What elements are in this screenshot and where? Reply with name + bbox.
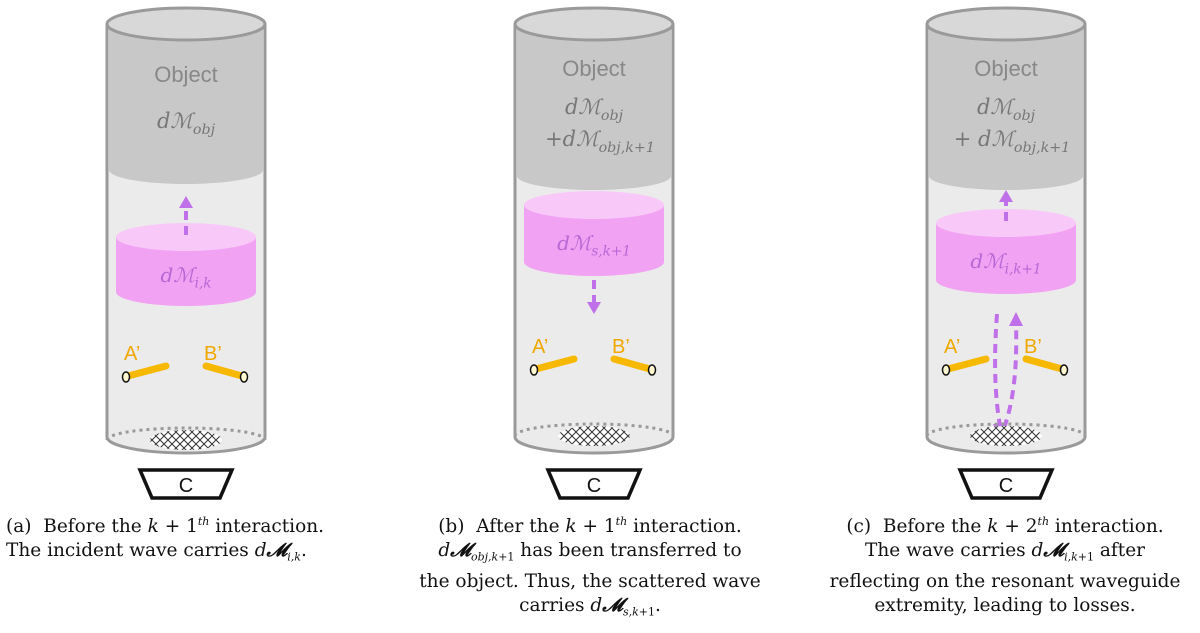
mirror-b-label: B’ — [612, 336, 630, 358]
arrow-incoming — [993, 313, 1002, 427]
caption-b-line-2: d𝓜obj,k+1 has been transferred to — [438, 540, 742, 564]
object-label: Object — [154, 62, 218, 87]
mirror-a — [124, 362, 170, 380]
camera-label: C — [587, 475, 601, 497]
wave-top — [524, 191, 664, 219]
caption-b-line-3: the object. Thus, the scattered wave — [419, 570, 761, 592]
caption-c-line-2: The wave carries d𝓜i,k+1 after — [864, 540, 1145, 564]
mirror-a — [944, 355, 990, 373]
object-eq-1: +dℳobj,k+1 — [545, 127, 655, 156]
wave-top — [936, 209, 1076, 237]
object-block — [929, 24, 1083, 190]
object-eq-0: dℳobj — [977, 95, 1036, 124]
arrow-up-head — [999, 190, 1013, 202]
caption-a-line-1: (a) Before the k + 1th interaction. — [6, 515, 325, 538]
caption-c: (c) Before the k + 2th interaction. The … — [810, 510, 1200, 618]
mirror-a-label: A’ — [532, 336, 548, 358]
mirror-b — [610, 355, 654, 373]
mirror-b-end — [239, 371, 249, 383]
panel-a: Object dℳobj dℳi,kA’ B’ C — [105, 6, 267, 500]
wave-cylinder — [524, 205, 664, 276]
wave-eq: dℳs,k+1 — [557, 231, 631, 260]
mirror-a-end — [529, 364, 539, 376]
caption-b: (b) After the k + 1th interaction. d𝓜obj… — [400, 510, 780, 625]
mirror-b-label: B’ — [1024, 336, 1042, 358]
caption-b-line-4: carries d𝓜s,k+1. — [519, 594, 661, 619]
caption-c-line-3: reflecting on the resonant waveguide — [829, 570, 1181, 592]
wave-eq: dℳi,k+1 — [970, 249, 1041, 278]
mirror-b — [202, 362, 246, 380]
panel-b: Object dℳobj +dℳobj,k+1 dℳs,k+1A’ B’ C — [513, 6, 675, 500]
wave-cylinder — [936, 223, 1076, 294]
mirror-b-label: B’ — [204, 343, 222, 365]
object-block — [109, 24, 263, 184]
object-label: Object — [974, 56, 1038, 81]
camera-icon — [957, 468, 1055, 500]
caption-c-line-4: extremity, leading to losses. — [874, 594, 1136, 616]
mirror-b-end — [1059, 364, 1069, 376]
mirror-a-label: A’ — [944, 336, 960, 358]
object-block — [517, 24, 671, 190]
mirror-b-end — [647, 364, 657, 376]
object-eq-0: dℳobj — [157, 109, 216, 138]
object-eq-0: dℳobj — [565, 95, 624, 124]
wave-top — [116, 223, 256, 251]
aperture-mesh — [970, 426, 1042, 446]
panels-root: Object dℳobj dℳi,kA’ B’ C Object dℳobj +dℳobj,k… — [105, 6, 1087, 500]
mirror-a-label: A’ — [124, 343, 140, 365]
caption-a-line-2: The incident wave carries d𝓜i,k. — [6, 540, 307, 564]
camera-label: C — [179, 475, 193, 497]
panel-c: Object dℳobj + dℳobj,k+1 dℳi,k+1A’ B’ C — [925, 6, 1087, 500]
camera-icon — [545, 468, 643, 500]
arrow-up-head — [179, 196, 193, 208]
mirror-a-end — [941, 364, 951, 376]
object-label: Object — [562, 56, 626, 81]
caption-a: (a) Before the k + 1th interaction. The … — [6, 510, 366, 570]
arrow-reflected — [1002, 323, 1019, 429]
tube-top — [105, 6, 267, 42]
mirror-a — [532, 355, 578, 373]
tube-top — [925, 6, 1087, 42]
mirror-b — [1022, 355, 1066, 373]
arrow-down-head — [587, 302, 601, 314]
arrow-reflected-head — [1009, 312, 1023, 326]
tube-top — [513, 6, 675, 42]
aperture-mesh — [558, 426, 630, 446]
caption-b-line-1: (b) After the k + 1th interaction. — [438, 515, 742, 538]
camera-icon — [137, 468, 235, 500]
mirror-a-end — [121, 371, 131, 383]
caption-c-line-1: (c) Before the k + 2th interaction. — [846, 515, 1164, 538]
camera-label: C — [999, 475, 1013, 497]
aperture-mesh — [150, 430, 222, 450]
wave-eq: dℳi,k — [160, 263, 211, 292]
object-eq-1: + dℳobj,k+1 — [954, 127, 1071, 156]
wave-cylinder — [116, 237, 256, 306]
